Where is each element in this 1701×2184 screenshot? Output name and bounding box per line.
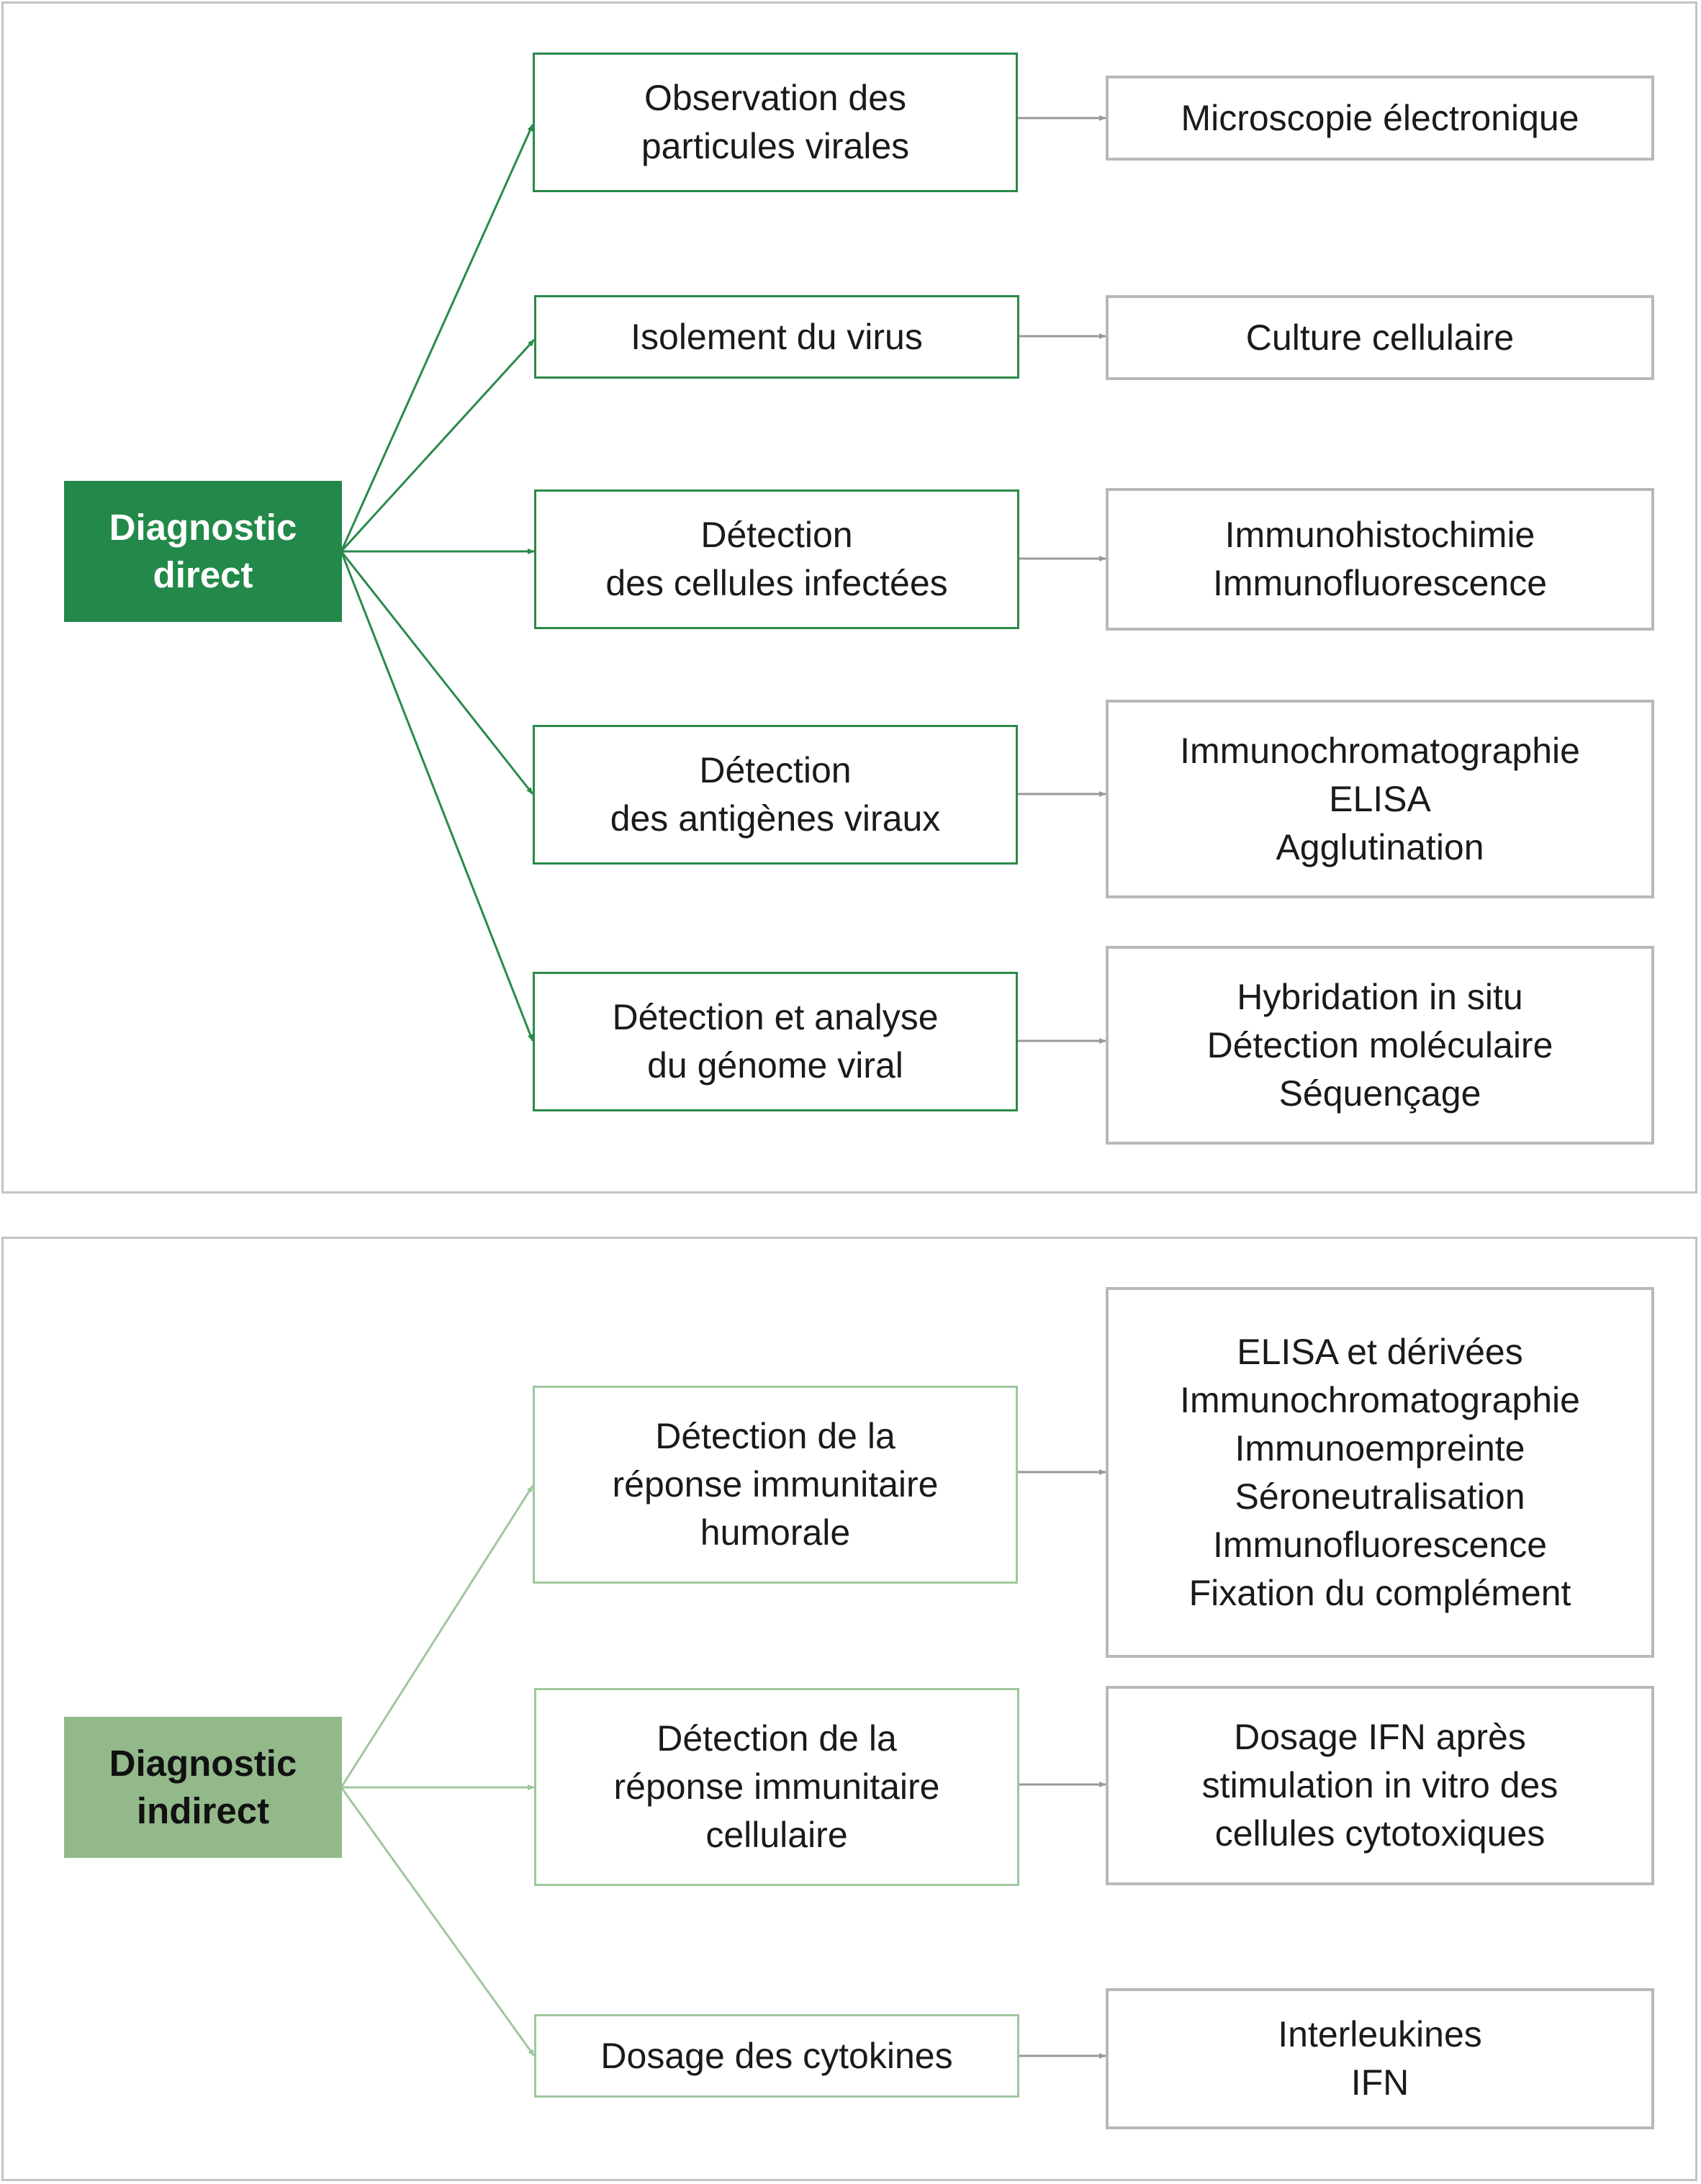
method-box: Observation des particules virales	[533, 53, 1018, 192]
indirect-diagnosis-node: Diagnostic indirect	[64, 1717, 342, 1858]
technique-box: Interleukines IFN	[1106, 1988, 1654, 2129]
method-box: Détection des cellules infectées	[534, 489, 1019, 629]
technique-box: Microscopie électronique	[1106, 76, 1654, 161]
direct-diagnosis-node: Diagnostic direct	[64, 481, 342, 622]
technique-box: Hybridation in situ Détection moléculair…	[1106, 946, 1654, 1145]
technique-box: Immunohistochimie Immunofluorescence	[1106, 488, 1654, 631]
technique-box: Dosage IFN après stimulation in vitro de…	[1106, 1686, 1654, 1885]
method-box: Détection de la réponse immunitaire humo…	[533, 1386, 1018, 1584]
technique-box: Immunochromatographie ELISA Agglutinatio…	[1106, 700, 1654, 898]
method-box: Détection et analyse du génome viral	[533, 972, 1018, 1111]
technique-box: Culture cellulaire	[1106, 295, 1654, 380]
technique-box: ELISA et dérivées Immunochromatographie …	[1106, 1287, 1654, 1658]
method-box: Détection de la réponse immunitaire cell…	[534, 1688, 1019, 1886]
method-box: Isolement du virus	[534, 295, 1019, 379]
method-box: Dosage des cytokines	[534, 2014, 1019, 2098]
method-box: Détection des antigènes viraux	[533, 725, 1018, 865]
